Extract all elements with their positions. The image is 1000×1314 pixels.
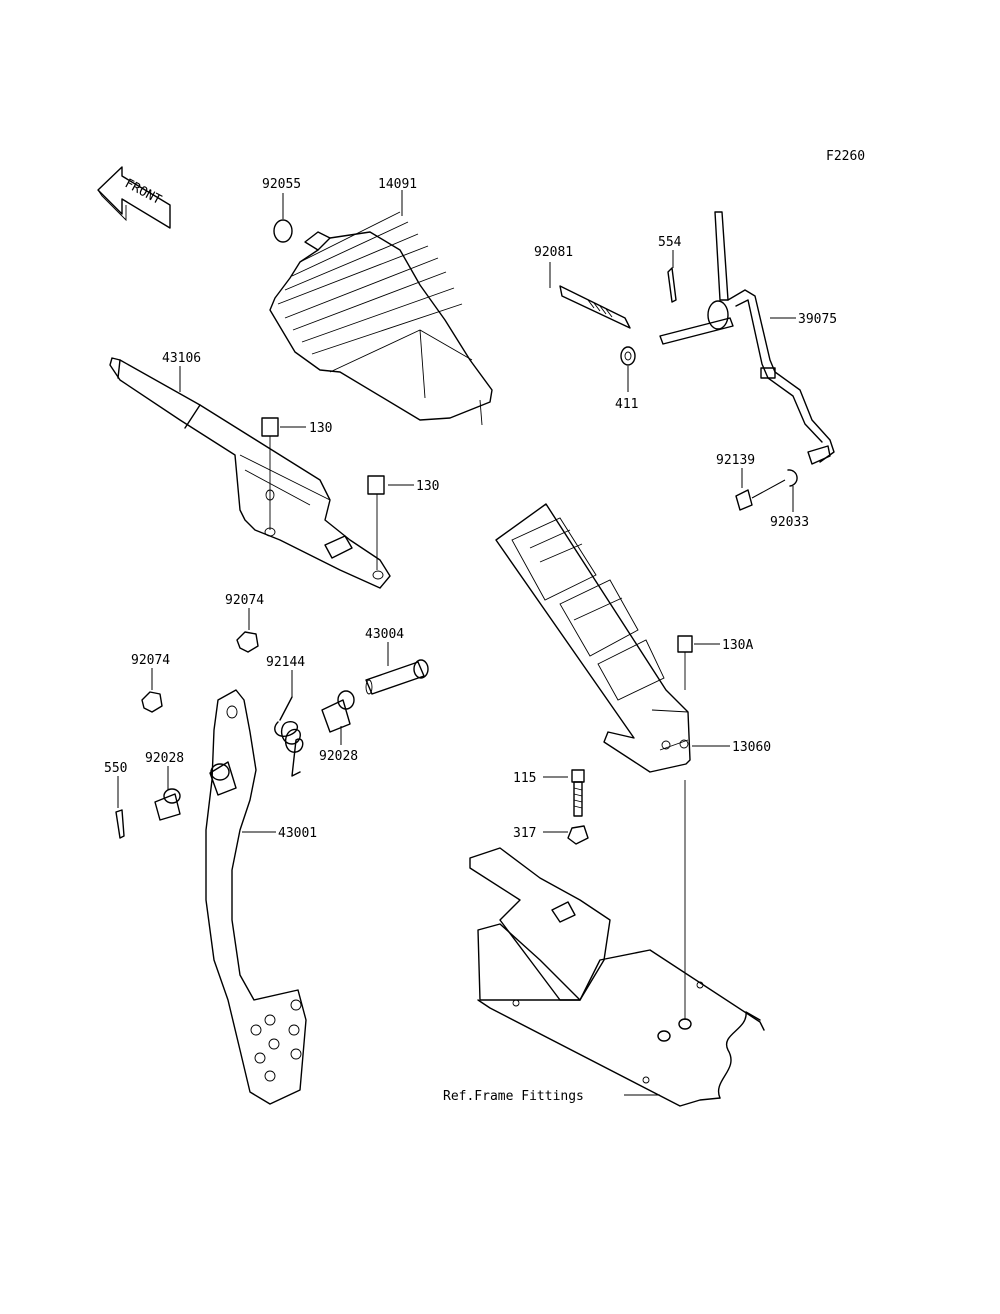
brake-pedal-43001 [205,689,307,1105]
bolt-130A [677,635,693,690]
callout-130-lower: 130 [416,479,439,494]
accelerator-pedal-13060 [495,503,691,773]
shift-boot-14091 [269,211,493,426]
callout-92028-right: 92028 [319,749,358,764]
callout-14091: 14091 [378,177,417,192]
pedal-pad-holes [250,999,302,1082]
callout-92033: 92033 [770,515,809,530]
callout-130A: 130A [722,638,753,653]
callout-92144: 92144 [266,655,305,670]
washer-411 [620,346,636,366]
callout-43004: 43004 [365,627,404,642]
callout-92074-lower: 92074 [131,653,170,668]
callout-92028-left: 92028 [145,751,184,766]
callout-115: 115 [513,771,536,786]
callout-13060: 13060 [732,740,771,755]
parking-brake-lever-43106 [109,357,391,589]
callout-130-upper: 130 [309,421,332,436]
cotter-pin-554 [667,267,677,303]
callout-43001: 43001 [278,826,317,841]
bushing-92139 [735,489,753,511]
ref-frame-fittings: Ref.Frame Fittings [443,1089,584,1104]
callout-92081: 92081 [534,245,573,260]
callout-92055: 92055 [262,177,301,192]
figure-code: F2260 [826,149,865,164]
bushing-92028-left [154,788,181,821]
torsion-spring-92144 [274,696,304,777]
bolt-115 [571,769,585,817]
cap-92074-upper [236,631,259,653]
nut-317 [567,825,589,845]
bolt-130-lower [367,475,385,570]
callout-411: 411 [615,397,638,412]
shaft-lever-39075 [659,211,835,465]
spring-pin-92081 [559,285,631,329]
callout-317: 317 [513,826,536,841]
pivot-pin-43004 [365,659,429,695]
bushing-92028-right [321,690,355,733]
o-ring-92055 [273,219,293,243]
cap-92074-lower [141,691,163,713]
callout-550: 550 [104,761,127,776]
callout-92139: 92139 [716,453,755,468]
cotter-pin-550 [115,809,125,839]
callout-554: 554 [658,235,682,250]
clip-92033 [787,469,798,487]
callout-43106: 43106 [162,351,201,366]
frame-fittings [469,780,765,1107]
front-arrow-icon: FRONT [97,166,171,229]
callout-39075: 39075 [798,312,837,327]
callout-92074-upper: 92074 [225,593,264,608]
bolt-130-upper [261,417,279,530]
